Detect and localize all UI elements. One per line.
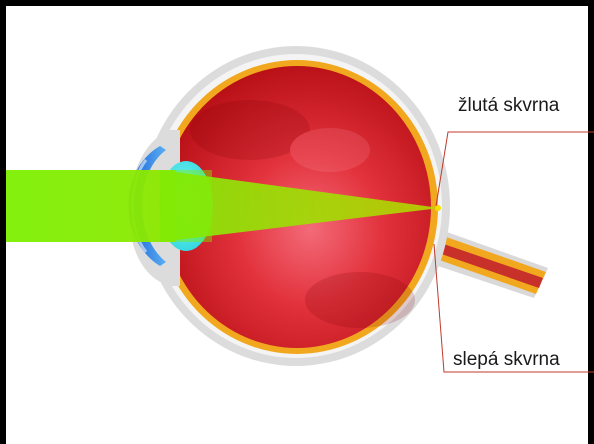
light-through-lens <box>160 170 212 242</box>
incoming-light-beam <box>6 170 176 242</box>
macula-leader-line <box>436 132 594 206</box>
blind-spot-label: slepá skvrna <box>453 350 560 369</box>
macula-label: žlutá skvrna <box>458 96 559 115</box>
